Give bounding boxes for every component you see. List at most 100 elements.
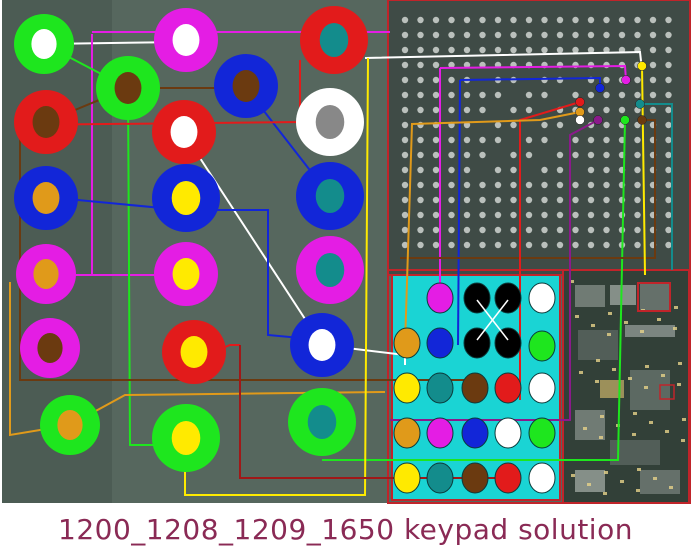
chip-ball [634,76,641,84]
chip-ball [494,91,502,99]
chip-ball [479,151,486,159]
solder-point [595,380,599,383]
chip-ball [634,226,641,234]
pad-p11 [296,162,364,230]
chip-ball [448,226,455,234]
chip-ball [479,226,486,234]
chip-ball [448,16,455,24]
solder-point [673,327,677,330]
chip-ball [494,16,502,24]
chip-ball [510,121,517,129]
chip-ball [525,211,533,219]
chip-ball [634,181,641,189]
chip-marker-ball [635,99,645,109]
solder-point [645,365,649,368]
chip-ball [448,211,455,219]
pad-p19 [152,404,220,472]
chip-ball [494,241,502,249]
connector-contact [461,462,489,494]
chip-ball [432,46,440,54]
solder-point [669,486,673,489]
board-component [575,410,605,440]
chip-ball [572,46,579,54]
chip-ball [479,241,486,249]
chip-ball [401,61,409,69]
chip-ball [432,151,440,159]
chip-ball [587,151,595,159]
chip-ball [510,166,517,174]
solder-point [571,474,575,477]
chip-ball [603,211,610,219]
connector-outer-border [387,269,691,504]
chip-ball [448,241,455,249]
chip-ball [556,181,564,189]
chip-ball [448,106,455,114]
chip-ball [665,226,672,234]
chip-ball [463,16,471,24]
chip-ball [603,151,610,159]
highlight-box [659,384,675,400]
chip-ball [463,241,471,249]
solder-point [637,468,641,471]
chip-ball [649,91,657,99]
chip-ball [541,91,548,99]
pad-p20 [288,388,356,456]
chip-ball [417,241,424,249]
chip-ball [494,136,502,144]
chip-ball [494,211,502,219]
chip-ball [556,211,564,219]
chip-ball [510,211,517,219]
chip-ball [556,151,564,159]
pad-p10 [152,164,220,232]
chip-ball [556,196,564,204]
pad-core [315,105,345,139]
pad-p5 [214,54,278,118]
chip-ball [572,136,579,144]
chip-ball [665,16,672,24]
connector-contact [426,282,454,314]
solder-point [599,436,603,439]
chip-ball [587,226,595,234]
chip-ball [525,16,533,24]
chip-ball [510,31,517,39]
solder-point [674,306,678,309]
pad-p12 [16,244,76,304]
solder-point [681,439,685,442]
chip-ball [525,91,533,99]
chip-ball [556,16,564,24]
chip-ball [665,91,672,99]
chip-ball [432,61,440,69]
chip-ball [494,31,502,39]
chip-ball [634,196,641,204]
chip-ball [463,151,471,159]
chip-ball [432,91,440,99]
chip-ball [665,106,672,114]
chip-ball [665,31,672,39]
pad-p9 [14,166,78,230]
chip-ball [510,151,517,159]
connector-contact [393,372,421,404]
chip-ball [572,151,579,159]
chip-ball [463,106,471,114]
chip-ball [541,196,548,204]
solder-point [583,427,587,430]
chip-marker-ball [575,107,585,117]
chip-ball [401,121,409,129]
pad-core [308,329,336,361]
chip-ball [572,241,579,249]
chip-ball [417,61,424,69]
chip-ball [572,31,579,39]
chip-ball [634,151,641,159]
solder-point [624,321,628,324]
chip-ball [634,31,641,39]
chip-ball [525,226,533,234]
chip-ball [618,91,626,99]
connector-contact [463,327,491,359]
chip-ball [556,31,564,39]
chip-ball [665,46,672,54]
pad-p3 [300,6,368,74]
chip-ball [634,241,641,249]
chip-ball [541,31,548,39]
chip-ball [587,241,595,249]
chip-ball [634,166,641,174]
